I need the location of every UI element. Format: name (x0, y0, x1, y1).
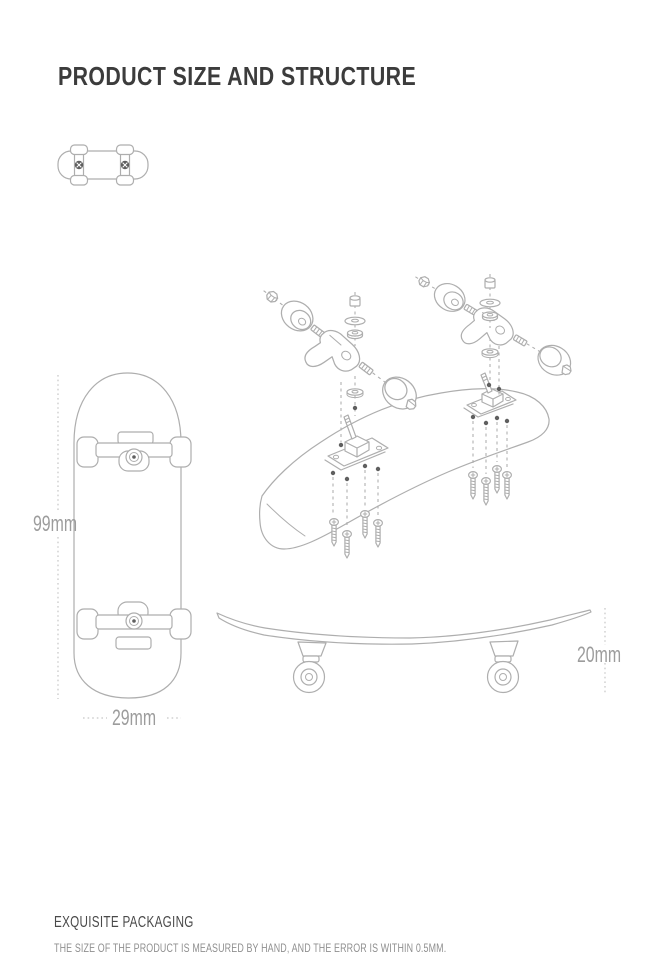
assembly-drop-lines-left (338, 376, 364, 448)
mini-truck-left (69, 144, 89, 186)
page-title-text: PRODUCT SIZE AND STRUCTURE (58, 61, 417, 91)
board-height-label: 20mm (577, 642, 622, 667)
exploded-assembly-diagram (245, 258, 615, 559)
side-view-truck-right (486, 640, 520, 694)
page-title: PRODUCT SIZE AND STRUCTURE (58, 61, 495, 92)
truck-assembly-left (245, 279, 425, 432)
mounting-screws-left (329, 463, 383, 559)
mini-skateboard-icon (57, 144, 149, 186)
assembly-drop-lines-right (481, 338, 502, 396)
mini-truck-right (115, 144, 135, 186)
board-side-view-drawing (216, 608, 606, 695)
deck-perspective (259, 388, 550, 550)
baseplate-right (463, 372, 517, 418)
footer-heading: EXQUISITE PACKAGING (54, 914, 194, 931)
deck-length-label: 99mm (33, 511, 78, 536)
deck-bottom-view-drawing (57, 372, 192, 719)
bottom-view-truck-bottom (76, 601, 192, 650)
bottom-view-truck-top (76, 431, 192, 472)
deck-width-label: 29mm (112, 705, 157, 730)
baseplate-left (324, 414, 389, 471)
side-view-truck-left (292, 641, 327, 694)
truck-assembly-right (399, 265, 578, 397)
footer-note: THE SIZE OF THE PRODUCT IS MEASURED BY H… (54, 941, 447, 955)
side-view-deck (216, 609, 592, 645)
mini-deck (57, 150, 149, 180)
